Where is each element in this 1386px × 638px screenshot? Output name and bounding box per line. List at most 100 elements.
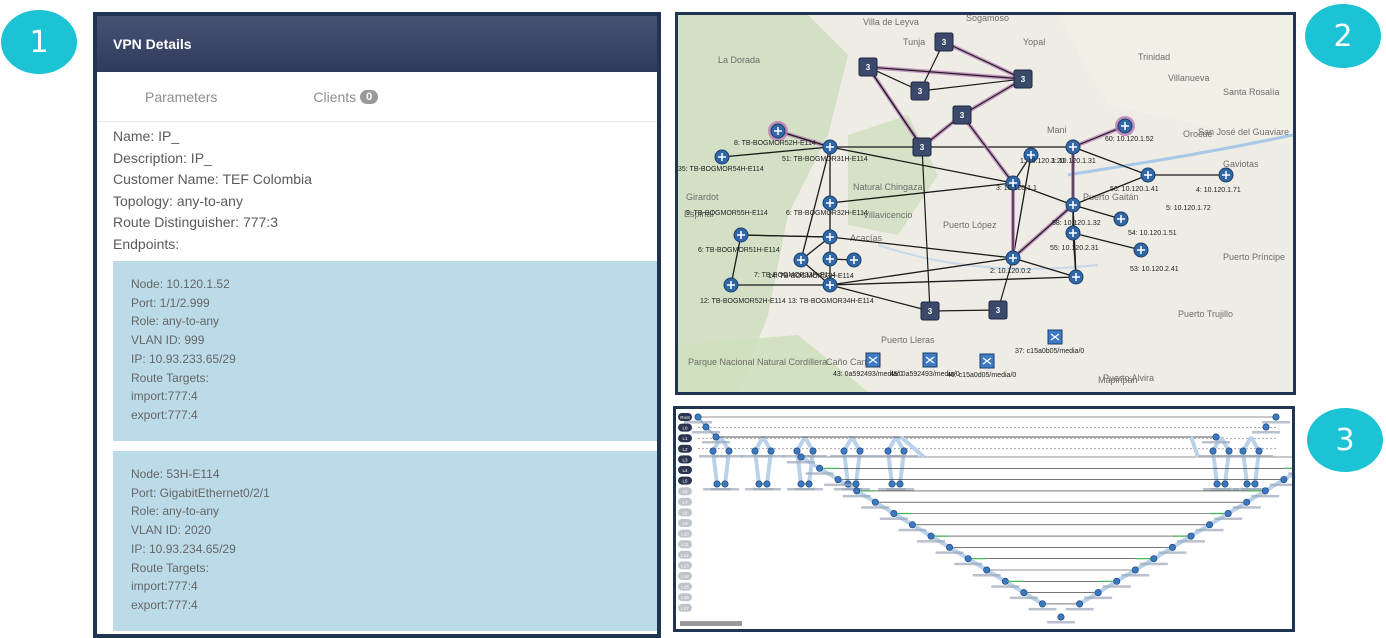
tree-level-row: L17 <box>678 603 692 612</box>
tab-parameters[interactable]: Parameters <box>145 88 218 105</box>
router-node[interactable]: 55: 10.120.2.31 <box>1050 242 1149 258</box>
router-node[interactable]: 3: 10.120.1.31 <box>1051 139 1096 165</box>
tree-node[interactable] <box>799 447 827 458</box>
router-node[interactable]: 12: TB-BOGMOR52H-E114 <box>700 252 862 305</box>
tree-node[interactable] <box>805 464 834 475</box>
tree-node[interactable] <box>757 447 785 458</box>
tree-node[interactable] <box>842 487 871 498</box>
tree-node[interactable] <box>702 433 730 444</box>
router-node-label: 6: TB-BOGMOR51H-E114 <box>698 247 780 254</box>
router-node[interactable]: 14: TB-BOGMOR53H-E114 <box>768 252 854 280</box>
tree-node[interactable] <box>1245 447 1273 458</box>
tree-node[interactable] <box>783 447 811 458</box>
tree-node[interactable] <box>1252 423 1280 434</box>
router-node[interactable]: 53: 10.120.2.41 <box>1005 250 1179 273</box>
tree-node[interactable] <box>1269 476 1292 487</box>
endpoint-card[interactable]: Node: 10.120.1.52 Port: 1/1/2.999 Role: … <box>113 261 657 441</box>
router-node[interactable]: 5: 10.120.1.72 <box>1065 197 1211 213</box>
endpoint-card[interactable]: Node: 53H-E114 Port: GigabitEthernet0/2/… <box>113 451 657 631</box>
tree-node[interactable] <box>824 476 853 487</box>
router-node[interactable]: 13: TB-BOGMOR34H-E114 <box>788 277 874 305</box>
tree-node[interactable] <box>1288 465 1292 475</box>
tree-node[interactable] <box>846 447 874 458</box>
cluster-node[interactable]: 3 <box>912 137 932 157</box>
tree-node[interactable] <box>1202 433 1230 444</box>
media-node[interactable]: 43: 0a592493/media/0 <box>833 352 903 378</box>
router-node[interactable]: 7: TB-BOGMOR33H-E114 <box>754 251 838 279</box>
tree-node[interactable] <box>795 480 823 491</box>
router-node[interactable]: 3: 10.120.1.1 <box>996 175 1037 192</box>
tree-node[interactable] <box>879 510 908 520</box>
tree-node[interactable] <box>898 521 927 532</box>
cluster-node[interactable]: 3 <box>1013 69 1033 89</box>
tree-node[interactable] <box>699 447 727 458</box>
tree-node[interactable] <box>861 498 890 509</box>
tree-node[interactable] <box>874 447 902 458</box>
tree-node[interactable] <box>1241 480 1269 491</box>
router-node[interactable]: 9: TB-BOGMOR55H-E114 <box>686 195 838 217</box>
cluster-node[interactable]: 3 <box>910 81 930 101</box>
media-node[interactable]: 37: c15a0b05/media/0 <box>1015 329 1084 355</box>
router-node[interactable]: 2: 10.120.0.2 <box>990 268 1084 285</box>
tree-node[interactable] <box>1195 521 1224 532</box>
tree-node[interactable] <box>1028 600 1057 611</box>
router-node[interactable]: 4: 10.120.1.71 <box>1196 167 1241 194</box>
tree-node[interactable] <box>1121 566 1150 577</box>
tree-node[interactable] <box>972 566 1001 577</box>
tree-canvas[interactable]: RootL0L1L2L3L4L5L6L7L8L9L10L11L12L13L14L… <box>676 409 1292 629</box>
router-node[interactable]: 35: TB-BOGMOR54H-E114 <box>678 149 764 173</box>
tree-node[interactable] <box>1214 510 1243 520</box>
tree-node[interactable] <box>741 447 769 458</box>
tree-node[interactable] <box>753 480 781 491</box>
router-node[interactable]: 1: 10.120.1.20 <box>1020 147 1065 165</box>
tree-node[interactable] <box>1158 543 1187 554</box>
tree-node[interactable] <box>1199 447 1227 458</box>
tree-node[interactable] <box>1251 487 1280 498</box>
router-node[interactable]: 6: TB-BOGMOR32H-E114 <box>786 210 868 245</box>
tree-node[interactable] <box>1047 613 1075 624</box>
tree-node[interactable] <box>1009 589 1038 600</box>
tree-node[interactable] <box>1102 577 1131 588</box>
router-node[interactable]: 60: 10.120.1.52 <box>1105 116 1154 143</box>
tree-node[interactable] <box>1262 413 1290 424</box>
router-node[interactable]: 56: 10.120.1.41 <box>1110 167 1159 193</box>
tree-node[interactable] <box>1065 600 1094 611</box>
horizontal-scrollbar[interactable] <box>680 621 742 626</box>
tree-node[interactable] <box>711 480 739 491</box>
tree-node[interactable] <box>890 447 918 458</box>
cluster-node[interactable]: 3 <box>988 300 1008 320</box>
cluster-node[interactable]: 3 <box>920 301 940 321</box>
tree-node[interactable] <box>1084 589 1113 600</box>
cluster-node[interactable]: 3 <box>952 105 972 125</box>
tree-node[interactable] <box>954 555 983 566</box>
router-node[interactable]: 58: 10.120.1.32 <box>1052 211 1129 227</box>
router-node[interactable] <box>723 277 739 293</box>
tree-node[interactable] <box>1139 555 1168 566</box>
router-node[interactable]: 51: TB-BOGMOR31H-E114 <box>782 139 868 163</box>
tree-node[interactable] <box>787 453 815 464</box>
tree-node[interactable] <box>991 577 1020 588</box>
tree-node[interactable] <box>692 423 720 434</box>
router-node[interactable]: 6: TB-BOGMOR51H-E114 <box>698 227 780 254</box>
tree-node[interactable] <box>886 480 914 491</box>
tab-clients[interactable]: Clients 0 <box>217 89 379 105</box>
tree-node[interactable] <box>935 543 964 554</box>
tree-node[interactable] <box>684 413 712 424</box>
tree-node[interactable] <box>1229 447 1257 458</box>
tree-node[interactable] <box>1232 498 1261 509</box>
tree-node[interactable] <box>715 447 743 458</box>
router-node[interactable]: 54: 10.120.1.51 <box>1065 225 1177 241</box>
router-node-label: 9: TB-BOGMOR55H-E114 <box>686 210 768 217</box>
tree-node[interactable] <box>830 447 858 458</box>
tree-node[interactable] <box>1211 480 1239 491</box>
tree-node[interactable] <box>1177 532 1205 543</box>
media-node[interactable]: 45: 0a592493/media/0 <box>890 352 960 378</box>
router-node[interactable]: 8: TB-BOGMOR52H-E114 <box>734 121 816 147</box>
cluster-node[interactable]: 3 <box>934 32 954 52</box>
cluster-node[interactable]: 3 <box>858 57 878 77</box>
tree-node[interactable] <box>917 532 945 543</box>
media-node[interactable]: 46: c15a0d05/media/0 <box>947 353 1016 379</box>
